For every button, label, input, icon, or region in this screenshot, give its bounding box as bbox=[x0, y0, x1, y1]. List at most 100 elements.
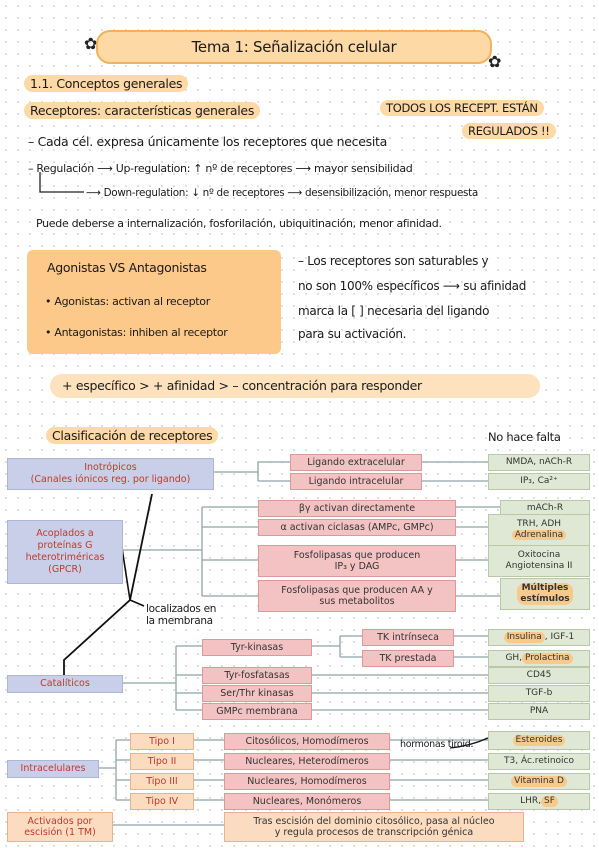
membrane-note-line2: la membrana bbox=[146, 615, 213, 628]
sub-nucleares-heterodimeros: Nucleares, Heterodímeros bbox=[224, 753, 390, 770]
example-prolactina-text: Prolactina bbox=[522, 653, 573, 664]
sub-citosolicos: Citosólicos, Homodímeros bbox=[224, 733, 390, 750]
sub-escision-line1: Tras escisión del dominio citosólico, pa… bbox=[253, 815, 495, 827]
sub-tk-prestada: TK prestada bbox=[362, 650, 454, 667]
category-escision-line2: escisión (1 TM) bbox=[24, 827, 96, 838]
example-oxitocina: Oxitocina bbox=[517, 550, 561, 561]
regulated-note-text-2: REGULADOS !! bbox=[462, 123, 556, 139]
sub-tyr-fosfatasas: Tyr-fosfatasas bbox=[202, 667, 312, 684]
sub-nucleares-monomeros: Nucleares, Monómeros bbox=[224, 793, 390, 810]
category-escision-line1: Activados por bbox=[27, 816, 93, 827]
saturable-note-line4: para su activación. bbox=[298, 327, 407, 341]
example-nmda: NMDA, nACh-R bbox=[488, 454, 590, 471]
sub-ligando-extracelular: Ligando extracelular bbox=[290, 454, 422, 471]
example-insulina-text: Insulina bbox=[503, 632, 545, 643]
example-multiples-line2: estímulos bbox=[520, 594, 570, 604]
example-t3: T3, Ác.retinoico bbox=[488, 753, 590, 770]
page-title: Tema 1: Señalización celular bbox=[96, 30, 492, 64]
sub-fosfolipasas-ip3-line1: Fosfolipasas que producen bbox=[293, 549, 421, 561]
flower-doodle-icon: ✿ bbox=[84, 34, 98, 53]
regulated-note-line2: REGULADOS !! bbox=[462, 123, 556, 139]
sub-gmpc-membrana: GMPc membrana bbox=[202, 703, 312, 720]
category-gpcr-line1: Acoplados a bbox=[36, 528, 94, 540]
section-heading: 1.1. Conceptos generales bbox=[24, 75, 189, 92]
classification-heading: Clasificación de receptores bbox=[46, 427, 219, 444]
note-line-3: ⟶ Down-regulation: ↓ nº de receptores ⟶ … bbox=[86, 187, 478, 199]
arrow-connector-icon bbox=[39, 172, 84, 193]
section-heading-text: 1.1. Conceptos generales bbox=[24, 75, 189, 92]
example-lhr-text: LHR, bbox=[520, 796, 541, 807]
example-cd45: CD45 bbox=[488, 667, 590, 684]
example-tgf: TGF-b bbox=[488, 685, 590, 702]
sub-activan-directamente: βγ activan directamente bbox=[258, 500, 456, 517]
sub-ligando-intracelular: Ligando intracelular bbox=[290, 473, 422, 490]
page-title-text: Tema 1: Señalización celular bbox=[191, 38, 397, 56]
sub-tk-intrinseca: TK intrínseca bbox=[362, 629, 454, 646]
example-igf-text: , IGF-1 bbox=[544, 632, 575, 643]
sub-nucleares-homodimeros: Nucleares, Homodímeros bbox=[224, 773, 390, 790]
example-angiotensina: Angiotensina II bbox=[505, 561, 573, 571]
agonists-item: • Agonistas: activan al receptor bbox=[45, 295, 210, 308]
example-vitamina-d: Vitamina D bbox=[488, 773, 590, 790]
example-gh-text: GH, bbox=[505, 653, 523, 664]
agonists-box-title: Agonistas VS Antagonistas bbox=[47, 260, 207, 275]
type-iii: Tipo III bbox=[130, 773, 194, 790]
category-gpcr-line2: proteínas G bbox=[37, 540, 93, 552]
example-ip3: IP₃, Ca²⁺ bbox=[488, 473, 590, 490]
example-vitamina-text: Vitamina D bbox=[511, 776, 567, 787]
regulated-note-text-1: TODOS LOS RECEPT. ESTÁN bbox=[380, 100, 544, 116]
example-pna: PNA bbox=[488, 703, 590, 720]
category-cataliticos: Catalíticos bbox=[7, 675, 123, 693]
saturable-note-line2: no son 100% específicos ⟶ su afinidad bbox=[298, 279, 527, 293]
category-intracelulares: Intracelulares bbox=[7, 760, 99, 778]
sub-fosfolipasas-aa-line1: Fosfolipasas que producen AA y bbox=[281, 584, 433, 596]
sub-ser-thr-kinasas: Ser/Thr kinasas bbox=[202, 685, 312, 702]
sub-escision-line2: y regula procesos de transcripción génic… bbox=[274, 827, 474, 838]
category-ionotropicos: Inotrópicos(Canales iónicos reg. por lig… bbox=[7, 458, 214, 490]
example-lhr: LHR, SF bbox=[488, 793, 590, 810]
sub-fosfolipasas-aa-line2: sus metabolitos bbox=[319, 596, 395, 607]
flower-doodle-icon: ✿ bbox=[488, 52, 502, 71]
example-sf-text: SF bbox=[541, 796, 558, 807]
receptors-heading: Receptores: características generales bbox=[24, 102, 261, 119]
category-gpcr: Acoplados a proteínas G heterotriméricas… bbox=[7, 520, 123, 584]
membrane-note-line1: localizados en bbox=[146, 603, 217, 615]
agonists-box: Agonistas VS Antagonistas • Agonistas: a… bbox=[27, 250, 281, 354]
example-insulina: Insulina, IGF-1 bbox=[488, 629, 590, 646]
saturable-note-line1: – Los receptores son saturables y bbox=[298, 254, 489, 268]
example-trh: TRH, ADH bbox=[516, 519, 562, 530]
category-gpcr-line4: (GPCR) bbox=[48, 563, 82, 575]
example-esteroides-text: Esteroides bbox=[512, 735, 566, 746]
membrane-note: localizados en la membrana bbox=[146, 603, 216, 627]
example-adrenalina: Adrenalina bbox=[511, 530, 567, 540]
regulated-note-line1: TODOS LOS RECEPT. ESTÁN bbox=[380, 100, 544, 116]
example-esteroides: Esteroides bbox=[488, 731, 590, 750]
note-line-1: – Cada cél. expresa únicamente los recep… bbox=[28, 134, 387, 149]
antagonists-item: • Antagonistas: inhiben al receptor bbox=[45, 326, 228, 339]
sub-fosfolipasas-ip3-line2: IP₃ y DAG bbox=[334, 561, 380, 572]
sub-escision-descripcion: Tras escisión del dominio citosólico, pa… bbox=[224, 812, 524, 842]
note-line-2: – Regulación ⟶ Up-regulation: ↑ nº de re… bbox=[28, 162, 413, 175]
sub-activan-ciclasas: α activan ciclasas (AMPc, GMPc) bbox=[258, 519, 456, 536]
formula-text: + específico > + afinidad > – concentrac… bbox=[62, 378, 422, 393]
note-line-4: Puede deberse a internalización, fosfori… bbox=[36, 217, 442, 230]
example-multiples-line1: Múltiples bbox=[521, 583, 569, 594]
type-i: Tipo I bbox=[130, 733, 194, 750]
hormonas-note: hormonas tiroid. bbox=[400, 739, 474, 750]
type-iv: Tipo IV bbox=[130, 793, 194, 810]
formula-highlight bbox=[50, 374, 540, 398]
no-hace-falta-note: No hace falta bbox=[488, 430, 561, 444]
classification-heading-text: Clasificación de receptores bbox=[46, 427, 219, 444]
saturable-note-line3: marca la [ ] necesaria del ligando bbox=[298, 304, 490, 318]
category-gpcr-line3: heterotriméricas bbox=[25, 552, 105, 563]
type-ii: Tipo II bbox=[130, 753, 194, 770]
category-ionotropicos-line2: (Canales iónicos reg. por ligando) bbox=[30, 474, 191, 485]
example-gh: GH, Prolactina bbox=[488, 650, 590, 667]
